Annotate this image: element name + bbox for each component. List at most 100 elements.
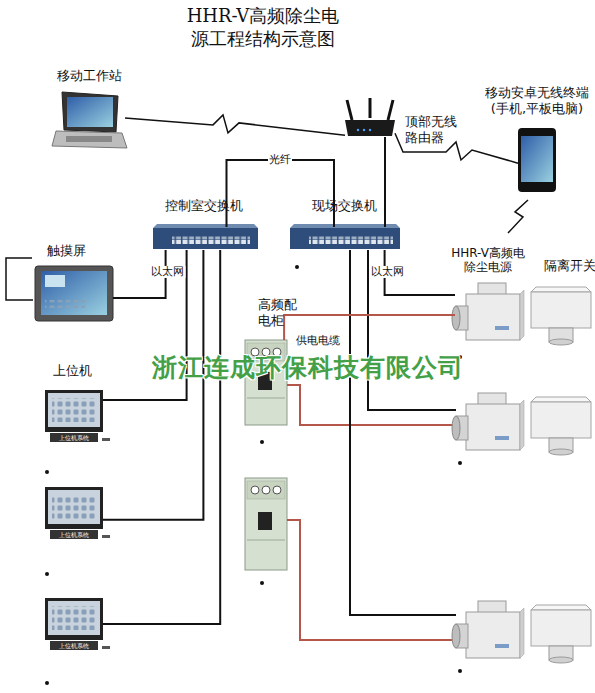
diagram-title: HHR-V高频除尘电 源工程结构示意图 xyxy=(172,4,354,51)
network-line xyxy=(125,115,345,135)
switch-art-part xyxy=(153,224,258,228)
router-art-part xyxy=(363,129,365,131)
laptop-art-part xyxy=(66,136,112,142)
node-label: 触摸屏 xyxy=(47,243,86,259)
router-art-part xyxy=(345,120,395,136)
monitor-art-part xyxy=(102,535,110,538)
laptop-art-part xyxy=(62,92,118,132)
layout-wires-part xyxy=(287,520,456,640)
power-units-part xyxy=(452,283,524,340)
laptop-art-part xyxy=(67,97,113,127)
node-sublabel: 上位机系统 xyxy=(45,434,103,441)
cabinet-art-part xyxy=(245,340,287,425)
node-label: 上位机系统 xyxy=(45,531,103,538)
edge-label: 光纤 xyxy=(268,154,292,166)
monitor-art-part xyxy=(52,495,96,519)
switch-art-part xyxy=(309,236,393,244)
router-art-part xyxy=(369,129,371,131)
switch-node: 控制室交换机 xyxy=(153,227,258,250)
bullet-dots-part xyxy=(45,572,49,576)
cabinet-art-part xyxy=(245,478,287,570)
node-label: 现场交换机 xyxy=(312,198,377,214)
node-label: 上位机 xyxy=(53,363,92,379)
cabinet-art-part xyxy=(262,486,270,494)
network-line xyxy=(384,137,386,227)
node-label: HHR-V高频电 除尘电源 xyxy=(446,246,530,275)
monitor-art-part xyxy=(52,606,96,630)
monitor-node: 上位机系统 xyxy=(45,598,103,650)
power-units-part xyxy=(531,397,591,455)
bullet-dots-part xyxy=(45,681,49,685)
bullet-dots-part xyxy=(458,461,462,465)
switch-art-part xyxy=(290,228,400,249)
monitor-art xyxy=(45,390,110,650)
monitor-art-part xyxy=(45,598,103,640)
cabinet-art-part xyxy=(247,398,285,399)
router-art-part xyxy=(357,129,359,131)
node-label: 控制室交换机 xyxy=(165,198,243,214)
monitor-node: 上位机上位机系统 xyxy=(45,390,103,442)
node-label: 移动安卓无线终端 (手机,平板电脑) xyxy=(480,85,594,116)
bullet-dots-part xyxy=(458,669,462,673)
edge-label: 供电电缆 xyxy=(295,335,341,347)
bullet-dots xyxy=(45,265,462,685)
layout-wires-part xyxy=(368,250,456,410)
monitor-art-part xyxy=(48,601,100,635)
node-label: 顶部无线 路由器 xyxy=(405,114,463,145)
monitor-art-part xyxy=(52,398,96,422)
power-units-part xyxy=(452,601,524,658)
bullet-dots-part xyxy=(295,265,299,269)
router-art-part xyxy=(388,100,393,120)
router-art xyxy=(345,98,395,136)
monitor-art-part xyxy=(102,438,110,441)
switch-art xyxy=(153,224,400,249)
node-label: 移动工作站 xyxy=(57,68,122,84)
router-art-part xyxy=(369,98,372,118)
watermark-label: 浙江连成环保科技有限公司 xyxy=(152,351,464,384)
phone-art-part xyxy=(521,136,553,182)
laptop-art-part xyxy=(52,131,127,148)
touchscreen-art xyxy=(6,258,113,321)
edge-label: 以太网 xyxy=(370,265,405,277)
touchscreen-art-part xyxy=(6,258,33,300)
power-units-part xyxy=(531,287,591,345)
laptop-art xyxy=(52,92,127,148)
bullet-dots-part xyxy=(45,470,49,474)
edge-label: 以太网 xyxy=(150,266,185,278)
isolation-switch-node: 隔离开关 xyxy=(530,290,592,342)
monitor-art-part xyxy=(45,390,103,432)
power-units-part xyxy=(452,393,524,450)
power-units-part xyxy=(531,605,591,663)
router-art-part xyxy=(347,100,352,120)
bullet-dots-part xyxy=(260,440,264,444)
bullet-dots-part xyxy=(260,581,264,585)
network-line xyxy=(227,160,335,227)
switch-art-part xyxy=(153,228,258,249)
network-line xyxy=(103,250,220,624)
cabinet-art-part xyxy=(247,540,285,541)
laptop-node: 移动工作站 xyxy=(55,92,125,150)
touchscreen-art-part xyxy=(45,300,85,308)
cabinet-art-part xyxy=(273,486,281,494)
power-unit-node: HHR-V高频电 除尘电源 xyxy=(455,290,520,340)
phone-art xyxy=(518,128,556,192)
phone-node: 移动安卓无线终端 (手机,平板电脑) xyxy=(518,128,556,192)
layout-wires-part xyxy=(350,250,456,615)
node-label: 隔离开关 xyxy=(544,258,595,274)
monitor-art-part xyxy=(45,487,103,529)
switch-art-part xyxy=(172,236,250,244)
node-label: 上位机系统 xyxy=(45,642,103,649)
phone-art-part xyxy=(518,128,556,192)
switch-node: 现场交换机 xyxy=(290,227,400,250)
monitor-art-part xyxy=(48,393,100,427)
power-units xyxy=(452,283,591,663)
layout-wires-part xyxy=(508,200,528,233)
monitor-art-part xyxy=(102,646,110,649)
router-node: 顶部无线 路由器 xyxy=(345,100,395,137)
network-line xyxy=(103,250,203,520)
node-label: 高频配 电柜 xyxy=(258,297,304,328)
touchscreen-node: 触摸屏 xyxy=(35,266,113,321)
cabinet-art-part xyxy=(251,486,259,494)
cabinet-art-part xyxy=(258,512,272,530)
touchscreen-art-part xyxy=(41,271,107,315)
